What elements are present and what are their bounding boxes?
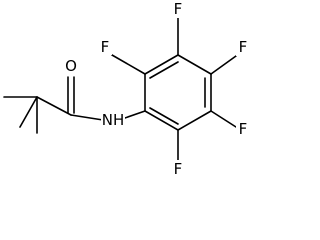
atom-fluorine-3: F [239, 38, 248, 56]
atom-fluorine-5: F [174, 160, 183, 178]
bond-fluorine-3 [210, 55, 237, 75]
ring-bond-5 [177, 110, 212, 131]
bond-quaternary-carbonyl [36, 96, 72, 116]
ring-bond-2 [144, 54, 179, 75]
atom-nitrogen-hydrogen: NH [102, 111, 125, 129]
atom-fluorine-1: F [101, 38, 110, 56]
ring-bond-3 [177, 54, 212, 75]
ring-double-bond-3 [149, 107, 179, 125]
bond-methyl-3 [19, 96, 38, 128]
atom-oxygen: O [65, 57, 77, 75]
chemical-structure-diagram: O NH F F F F F [3, 0, 248, 178]
bond-carbonyl-nitrogen [70, 114, 104, 121]
bond-nitrogen-ring [121, 110, 146, 120]
ring-double-bond-1 [149, 61, 179, 79]
atom-fluorine-4: F [239, 120, 248, 138]
atom-fluorine-2: F [174, 0, 183, 18]
ring-bond-6 [144, 110, 179, 131]
bond-fluorine-4 [210, 110, 237, 128]
bond-fluorine-1 [111, 54, 146, 75]
